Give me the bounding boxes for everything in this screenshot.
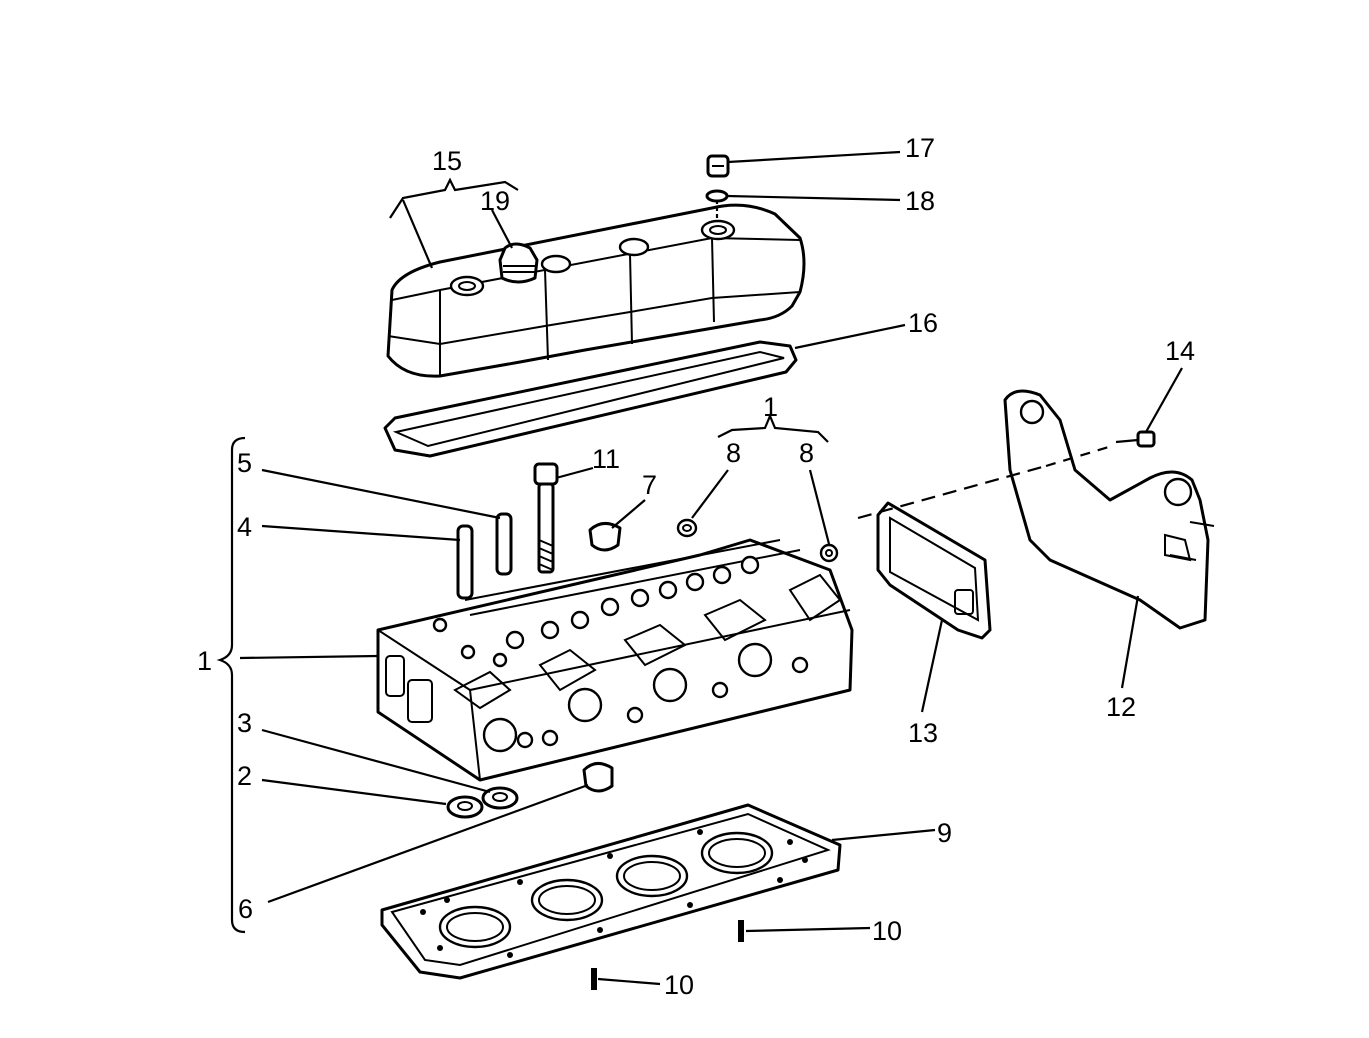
label-13: 13 bbox=[908, 718, 938, 748]
dowel-pin bbox=[591, 920, 744, 990]
label-10b: 10 bbox=[664, 970, 694, 1000]
label-14: 14 bbox=[1165, 336, 1195, 366]
label-1-left: 1 bbox=[197, 646, 212, 676]
cylinder-head-gasket bbox=[380, 803, 842, 980]
leader-lines bbox=[216, 150, 1183, 986]
valve-guide bbox=[456, 512, 513, 600]
label-15: 15 bbox=[432, 146, 462, 176]
label-16: 16 bbox=[908, 308, 938, 338]
label-10a: 10 bbox=[872, 916, 902, 946]
label-8b: 8 bbox=[799, 438, 814, 468]
valve-seat-nut bbox=[676, 518, 839, 563]
sealing-washer bbox=[705, 189, 729, 203]
label-5: 5 bbox=[237, 448, 252, 478]
label-6: 6 bbox=[238, 894, 253, 924]
rocker-cover bbox=[386, 203, 806, 378]
cover-screw bbox=[706, 154, 730, 178]
lifting-bracket bbox=[1003, 389, 1215, 630]
label-4: 4 bbox=[237, 512, 252, 542]
outlet-gasket bbox=[876, 501, 992, 640]
expansion-plug bbox=[582, 762, 614, 793]
oil-filler-cap bbox=[498, 242, 539, 284]
label-18: 18 bbox=[905, 186, 935, 216]
cylinder-head bbox=[376, 538, 854, 782]
label-12: 12 bbox=[1106, 692, 1136, 722]
label-3: 3 bbox=[237, 708, 252, 738]
bracket-bolt bbox=[1115, 430, 1156, 448]
label-1-top: 1 bbox=[763, 392, 778, 422]
label-2: 2 bbox=[237, 761, 252, 791]
label-8a: 8 bbox=[726, 438, 741, 468]
valve-stem-seal bbox=[446, 786, 519, 819]
label-11: 11 bbox=[592, 444, 620, 474]
label-7: 7 bbox=[642, 470, 657, 500]
label-9: 9 bbox=[937, 818, 952, 848]
cylinder-head-bolt bbox=[533, 462, 559, 574]
label-19: 19 bbox=[480, 186, 510, 216]
callout-labels: 15 19 17 18 16 1 14 5 11 8 8 7 4 1 13 12… bbox=[197, 133, 1195, 1000]
rocker-cover-gasket bbox=[383, 340, 798, 458]
label-17: 17 bbox=[905, 133, 935, 163]
core-plug bbox=[588, 522, 622, 552]
